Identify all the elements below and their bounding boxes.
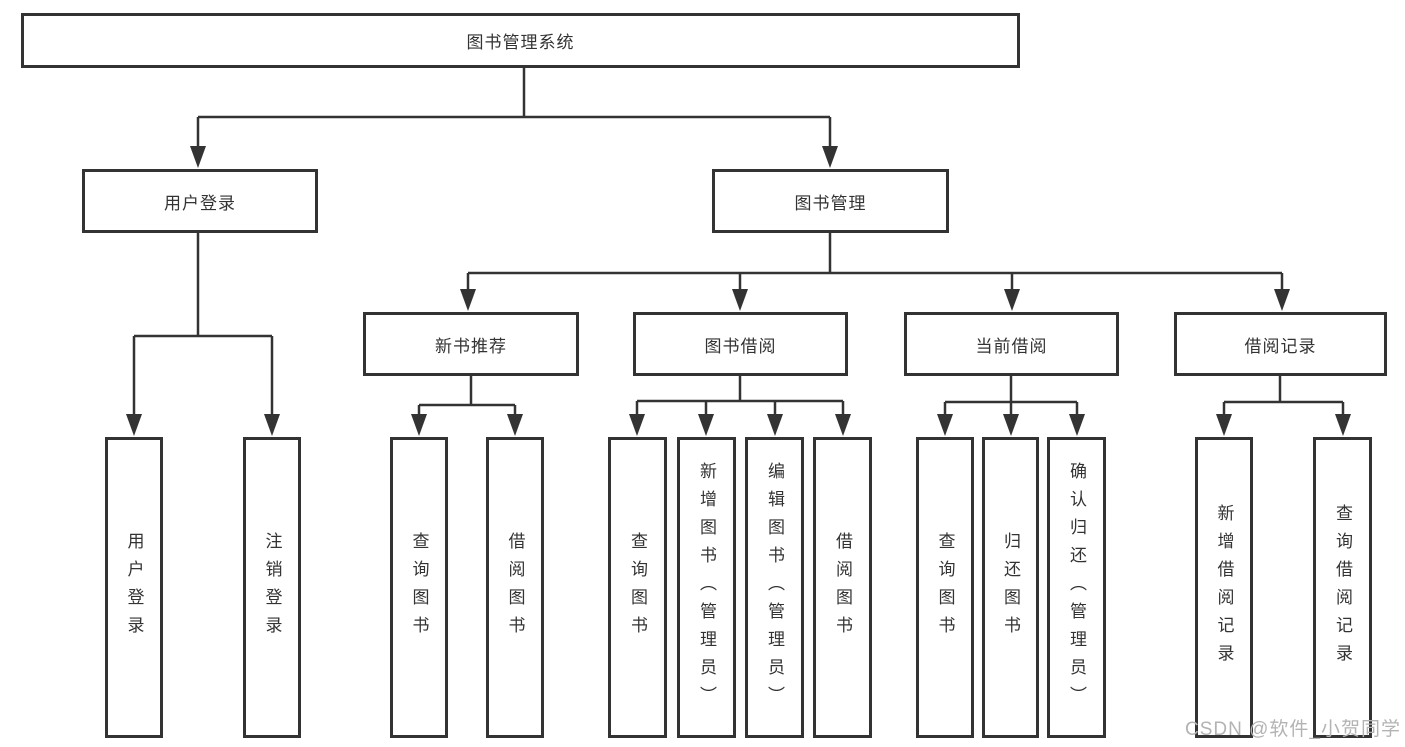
leaf-query-books-borrowing: 查询图书 [608,437,667,738]
leaf-label: 查询借阅记录 [1333,503,1352,672]
leaf-label: 确认归还（管理员） [1067,461,1086,714]
node-library-management-system: 图书管理系统 [21,13,1020,68]
connector-strokes [132,68,1345,416]
csdn-watermark: CSDN @软件_小贺同学 [1185,719,1401,740]
leaf-query-books-recommend: 查询图书 [390,437,448,738]
leaf-return-books: 归还图书 [982,437,1039,738]
leaf-label: 查询图书 [935,531,955,644]
leaf-query-books-current: 查询图书 [916,437,974,738]
leaf-confirm-return-admin: 确认归还（管理员） [1047,437,1106,738]
leaf-label: 借阅图书 [505,531,525,644]
leaf-edit-book-admin: 编辑图书（管理员） [745,437,804,738]
leaf-query-borrow-record: 查询借阅记录 [1313,437,1372,738]
leaf-label: 编辑图书（管理员） [765,461,784,714]
leaf-label: 归还图书 [1001,531,1020,644]
node-book-borrowing: 图书借阅 [633,312,848,376]
leaf-label: 新增图书（管理员） [697,461,716,714]
node-borrowing-records: 借阅记录 [1174,312,1387,376]
leaf-borrow-books: 借阅图书 [813,437,872,738]
leaf-label: 查询图书 [628,531,647,644]
node-user-login: 用户登录 [82,169,318,233]
leaf-label: 新增借阅记录 [1214,503,1234,672]
leaf-user-login: 用户登录 [105,437,163,738]
leaf-label: 查询图书 [409,531,429,644]
node-new-book-recommend: 新书推荐 [363,312,579,376]
leaf-add-borrow-record: 新增借阅记录 [1195,437,1253,738]
node-book-management: 图书管理 [712,169,949,233]
leaf-label: 注销登录 [262,531,282,644]
leaf-borrow-books-recommend: 借阅图书 [486,437,544,738]
node-current-borrowing: 当前借阅 [904,312,1119,376]
leaf-label: 借阅图书 [833,531,852,644]
leaf-label: 用户登录 [124,531,144,644]
leaf-logout: 注销登录 [243,437,301,738]
leaf-add-book-admin: 新增图书（管理员） [677,437,736,738]
arrowheads [126,146,1351,436]
